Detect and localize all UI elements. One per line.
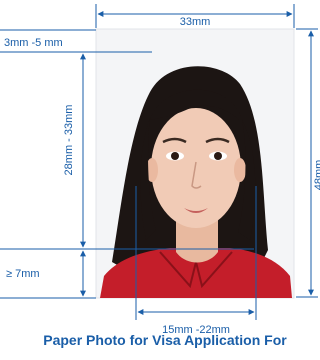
left-pupil: [171, 152, 179, 160]
top-margin-label: 3mm -5 mm: [4, 37, 63, 49]
hair-fringe: [150, 89, 244, 124]
nose: [191, 161, 202, 189]
face: [151, 108, 241, 228]
red-shirt: [100, 248, 292, 298]
bottom-margin-label: ≥ 7mm: [6, 268, 40, 280]
photo-height-label: 48mm: [313, 160, 320, 191]
right-ear: [234, 158, 246, 182]
face-width-label: 15mm -22mm: [162, 324, 230, 336]
left-ear: [146, 158, 158, 182]
photo-width-label: 33mm: [180, 16, 211, 28]
photo-caption: Paper Photo for Visa Application For: [43, 332, 287, 348]
right-pupil: [214, 152, 222, 160]
hair-side-left: [140, 118, 156, 240]
dimension-lines: [0, 4, 318, 320]
left-eyebrow: [162, 137, 187, 144]
hair-side-right: [238, 120, 256, 240]
head-height-label: 28mm - 33mm: [63, 105, 75, 176]
right-eyebrow: [205, 137, 230, 144]
portrait-photo: [95, 28, 295, 299]
mouth: [184, 208, 208, 213]
